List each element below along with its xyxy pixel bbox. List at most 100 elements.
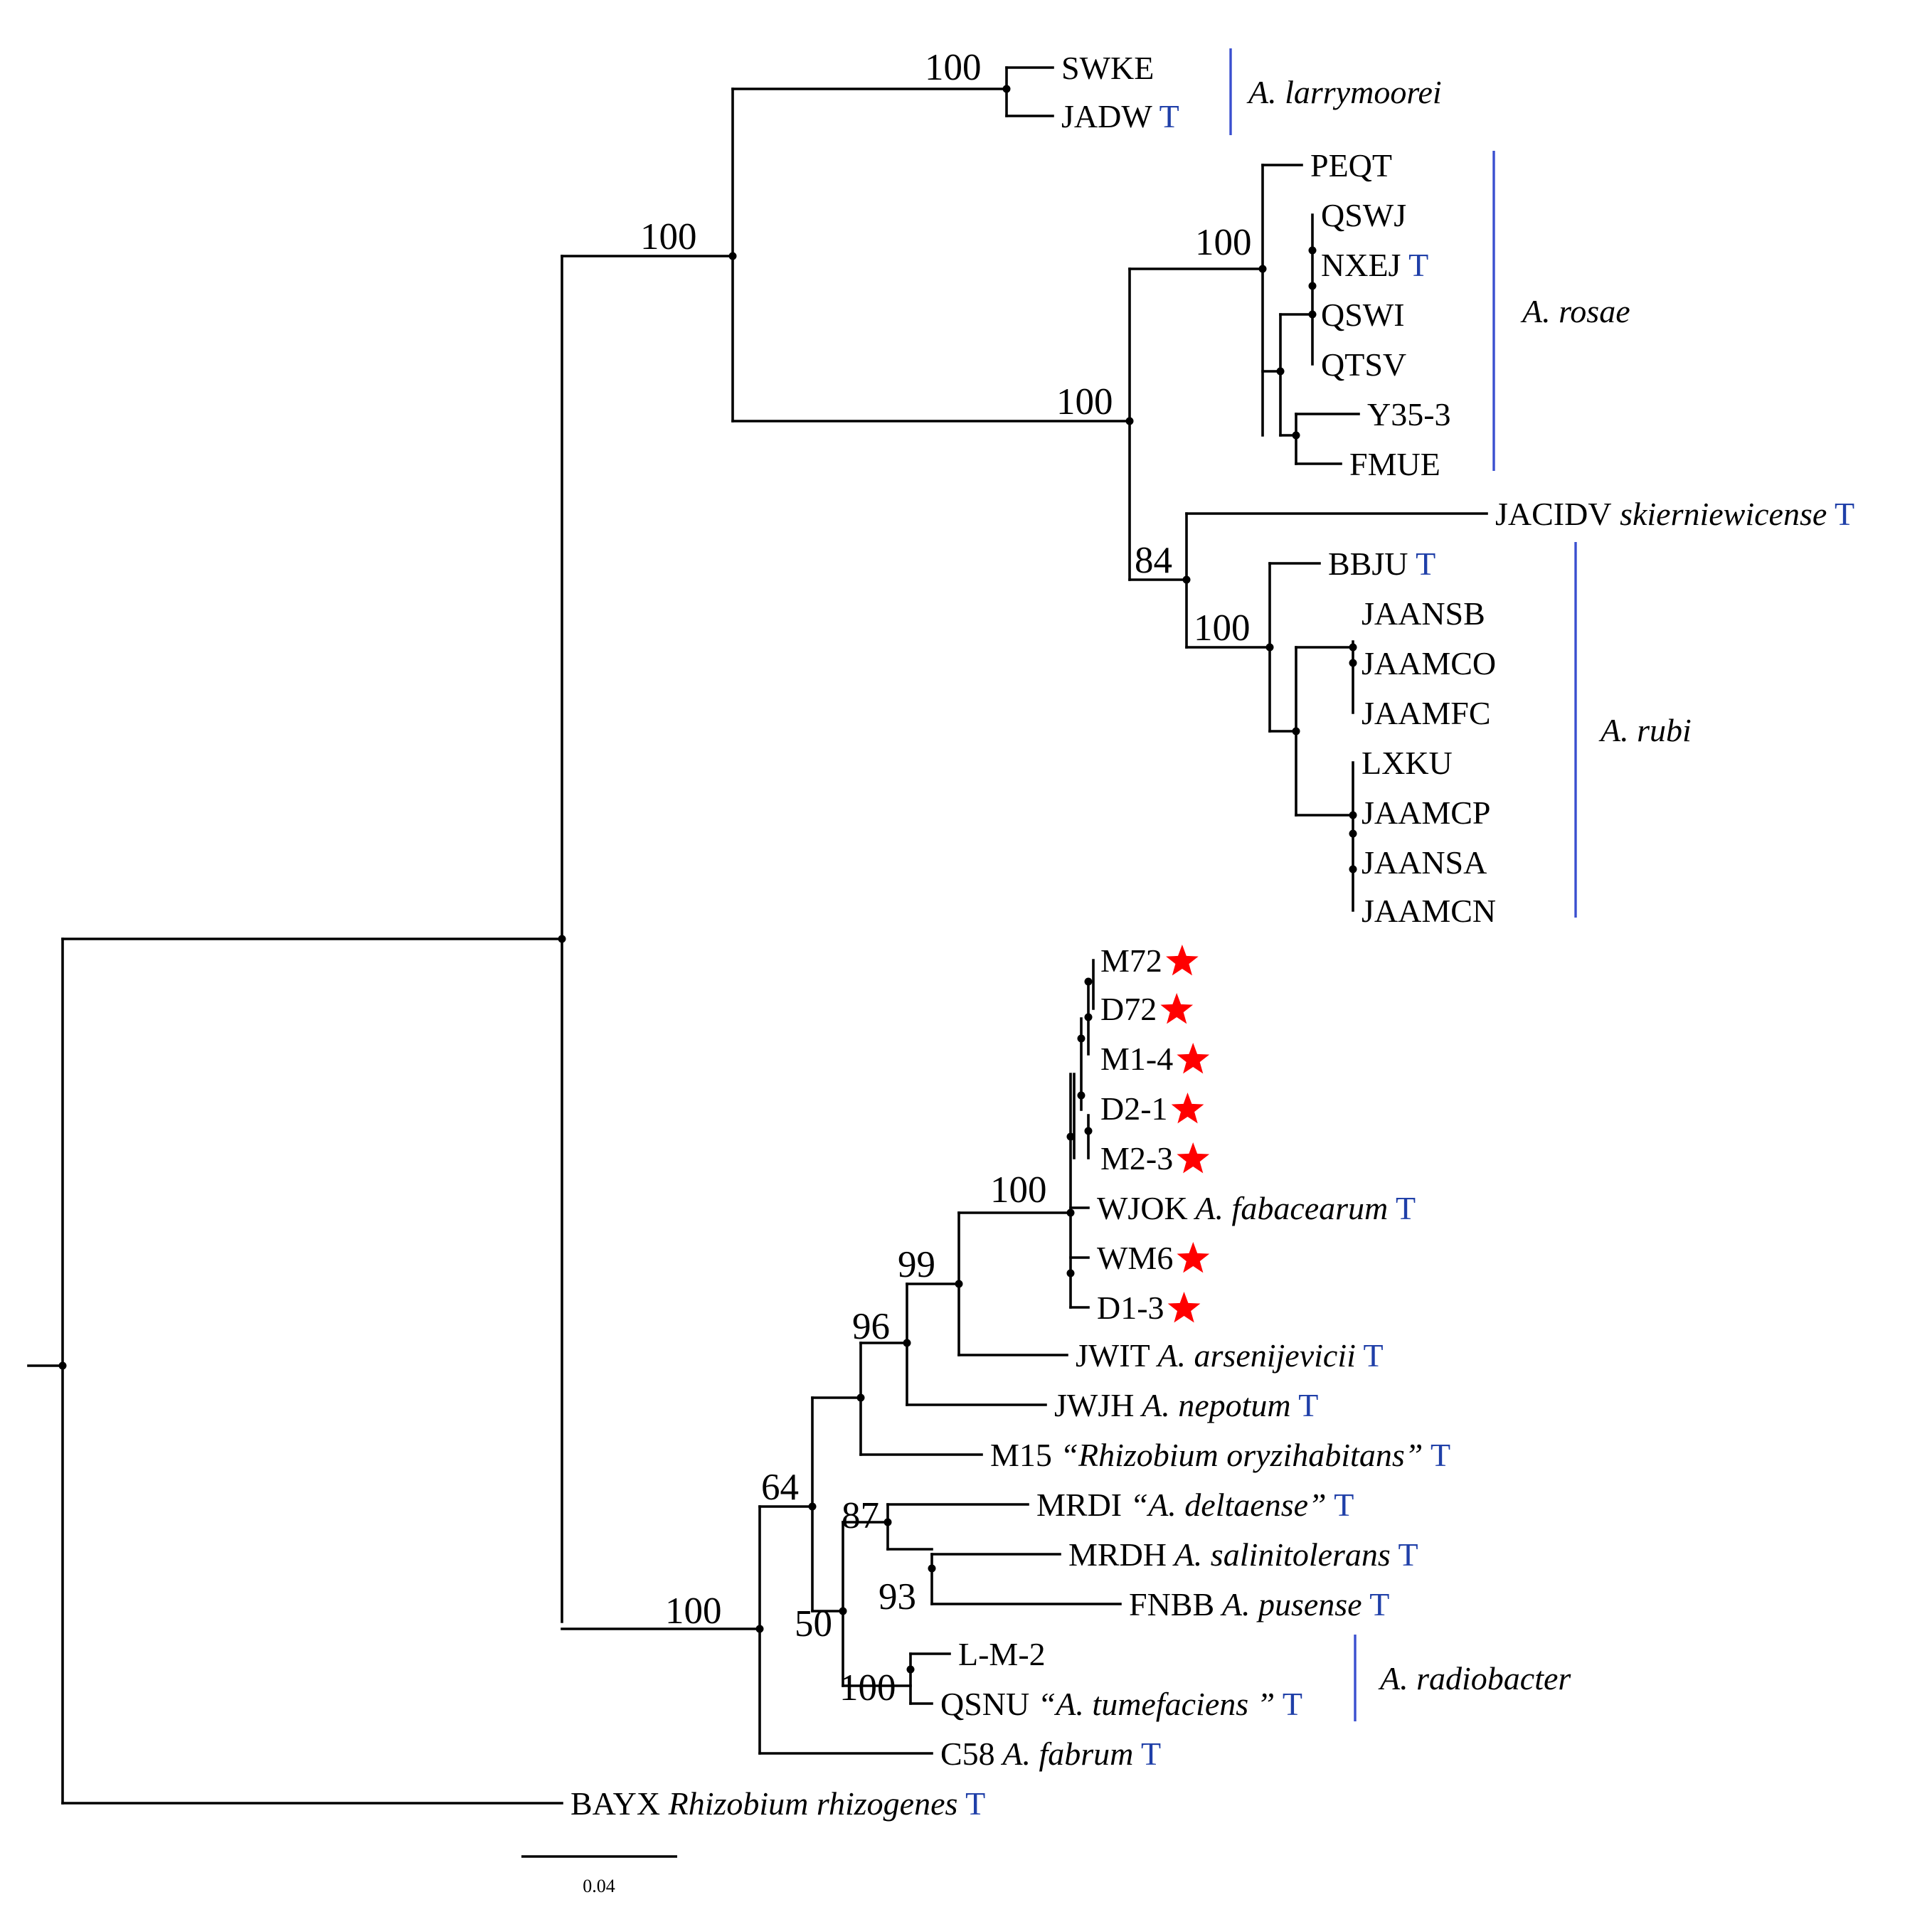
node-dot [1265,643,1274,652]
node-dot [1308,310,1317,319]
leaf-label: M72 [1100,942,1162,979]
leaf-label: FMUE [1349,446,1440,482]
leaf-label: QSWJ [1321,197,1406,233]
support-value: 93 [879,1576,916,1618]
leaf-label: D72 [1100,991,1157,1027]
support-value: 87 [842,1495,879,1536]
leaf-label: PEQT [1310,147,1392,184]
leaf-label: LXKU [1362,745,1453,781]
node-dot [808,1502,817,1511]
node-dot [1292,727,1300,735]
leaf-label: JAAMCO [1362,645,1496,681]
support-value: 100 [1056,381,1113,423]
node-dot [955,1280,963,1288]
node-dot [928,1564,936,1573]
star-icon [1160,993,1194,1024]
leaf-label: BAYX Rhizobium rhizogenes T [570,1785,985,1822]
leaf-label: MRDI “A. deltaense” T [1036,1487,1354,1523]
leaf-label: JAANSB [1362,595,1485,632]
node-dot [558,935,566,943]
support-value: 100 [839,1667,896,1709]
group-label: A. larrymoorei [1246,74,1442,110]
node-dot [1308,246,1317,255]
node-dot [1276,367,1285,376]
node-dot [1084,1127,1093,1135]
star-icon [1177,1142,1210,1174]
tree-nodes [58,85,1357,1674]
leaf-label: M1-4 [1100,1041,1173,1077]
support-value: 100 [1195,222,1252,263]
group-label: A. radiobacter [1378,1660,1571,1696]
leaf-label: JACIDV skierniewicense T [1495,496,1854,532]
support-value: 99 [898,1244,935,1285]
node-dot [1349,865,1357,873]
leaf-label: M15 “Rhizobium oryzihabitans” T [990,1437,1450,1473]
leaf-label: JADW T [1061,98,1179,134]
support-value: 100 [640,216,697,257]
leaf-label: BBJU T [1328,546,1435,582]
leaf-label: M2-3 [1100,1140,1173,1176]
node-dot [1292,431,1300,440]
star-icon [1167,1292,1201,1323]
leaf-label: SWKE [1061,50,1154,86]
node-dot [1182,575,1191,584]
scale-bar: 0.04 [521,1855,677,1896]
node-dot [755,1625,764,1633]
node-dot [839,1607,847,1615]
leaf-label: Y35-3 [1367,396,1451,432]
leaf-label: WM6 [1097,1240,1173,1276]
leaf-label: L-M-2 [958,1636,1046,1672]
star-icon [1171,1093,1204,1124]
node-dot [1349,811,1357,819]
leaf-label: JAAMFC [1362,695,1491,731]
scale-bar-label: 0.04 [583,1876,615,1896]
node-dot [1084,1013,1093,1021]
node-dot [1066,1132,1075,1141]
node-dot [1349,643,1357,652]
node-dot [1349,829,1357,838]
leaf-label: MRDH A. salinitolerans T [1068,1536,1418,1573]
star-icon [1166,945,1199,976]
node-dot [1349,659,1357,667]
support-value: 64 [761,1467,799,1508]
node-dot [1002,85,1011,93]
leaf-label: JWJH A. nepotum T [1054,1387,1318,1423]
node-dot [856,1393,865,1402]
node-dot [1066,1269,1075,1277]
leaf-label: QSNU “A. tumefaciens ” T [940,1686,1302,1722]
star-icon [1177,1043,1210,1074]
leaf-label: FNBB A. pusense T [1129,1586,1389,1622]
node-dot [1258,265,1267,273]
support-value: 100 [1194,607,1251,649]
leaf-label: D2-1 [1100,1090,1168,1127]
leaf-label: JAAMCN [1362,893,1496,929]
leaf-label: QSWI [1321,297,1405,333]
node-dot [903,1339,911,1347]
node-dot [1084,977,1093,986]
leaf-label: JWIT A. arsenijevicii T [1076,1337,1384,1374]
support-value: 84 [1135,540,1172,581]
support-value: 96 [852,1306,890,1347]
node-dot [1077,1091,1086,1100]
node-dot [1125,417,1134,425]
group-label: A. rubi [1598,712,1692,748]
node-dot [906,1665,915,1674]
leaf-label: D1-3 [1097,1290,1164,1326]
leaf-label: WJOK A. fabacearum T [1097,1190,1416,1226]
star-icon [1177,1242,1210,1273]
leaf-label: JAANSA [1362,844,1487,881]
node-dot [883,1518,892,1526]
support-value: 100 [990,1169,1047,1211]
node-dot [1308,282,1317,290]
leaf-label: C58 A. fabrum T [940,1736,1161,1772]
node-dot [728,252,737,260]
support-value: 100 [925,47,982,88]
node-dot [1066,1209,1075,1217]
support-value: 100 [665,1590,722,1632]
node-dot [58,1361,67,1370]
support-value: 50 [795,1603,832,1645]
